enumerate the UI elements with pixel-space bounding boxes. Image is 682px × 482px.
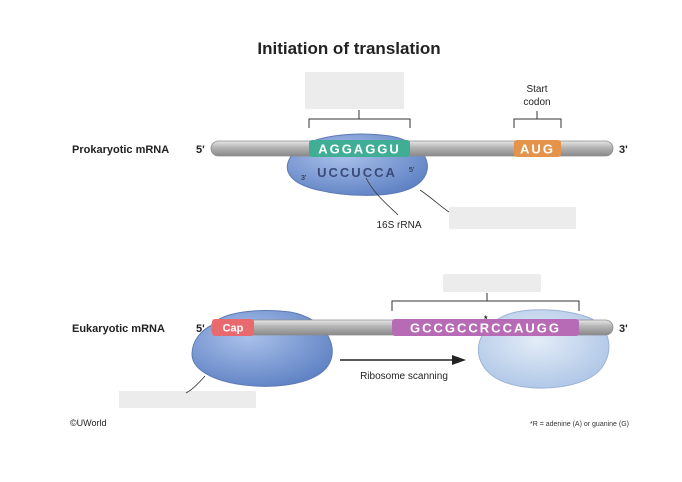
ribosome-scanning-arrowhead [452,355,466,365]
kozak-sequence: GCCGCCRCCAUGG [410,321,561,336]
shine-dalgarno-sequence-box [309,140,410,157]
copyright-uworld: ©UWorld [70,418,106,428]
bracket-shine-dalgarno [308,110,411,128]
start-codon-label-line1: Start [526,84,547,95]
ribosome-pointer-line [185,375,206,394]
blank-label-box-rrna [449,207,576,229]
prokaryotic-3prime-end: 3' [619,144,628,156]
blank-label-box-kozak [443,274,541,292]
eukaryotic-5prime-end: 5' [196,323,205,335]
rrna-5prime-end: 5' [409,167,414,174]
ribosome-scanning-label: Ribosome scanning [360,371,448,382]
blank-label-box-sd [305,72,404,109]
rrna-3prime-end: 3' [301,175,306,182]
rrna-pointer-line [365,177,399,216]
prokaryotic-5prime-end: 5' [196,144,205,156]
five-prime-cap-label: Cap [223,323,244,335]
eukaryotic-mrna-label: Eukaryotic mRNA [72,323,165,335]
rrna-label: 16S rRNA [376,220,421,231]
subunit-pointer-line [419,189,450,213]
eukaryotic-3prime-end: 3' [619,323,628,335]
blank-label-box-ribosome [119,391,256,408]
diagram-title: Initiation of translation [257,39,440,58]
rrna-16s-sequence: UCCUCCA [317,165,397,180]
prokaryotic-mrna-label: Prokaryotic mRNA [72,144,169,156]
shine-dalgarno-sequence: AGGAGGU [318,142,401,157]
start-codon-label-line2: codon [523,97,550,108]
start-codon-sequence: AUG [520,142,555,157]
start-codon-box [514,140,561,157]
footnote-r-definition: *R = adenine (A) or guanine (G) [530,421,629,428]
bracket-kozak [391,293,580,311]
kozak-r-asterisk: * [484,314,488,324]
five-prime-cap-box [212,319,254,336]
bracket-start-codon [513,111,562,128]
kozak-sequence-box [392,319,579,336]
